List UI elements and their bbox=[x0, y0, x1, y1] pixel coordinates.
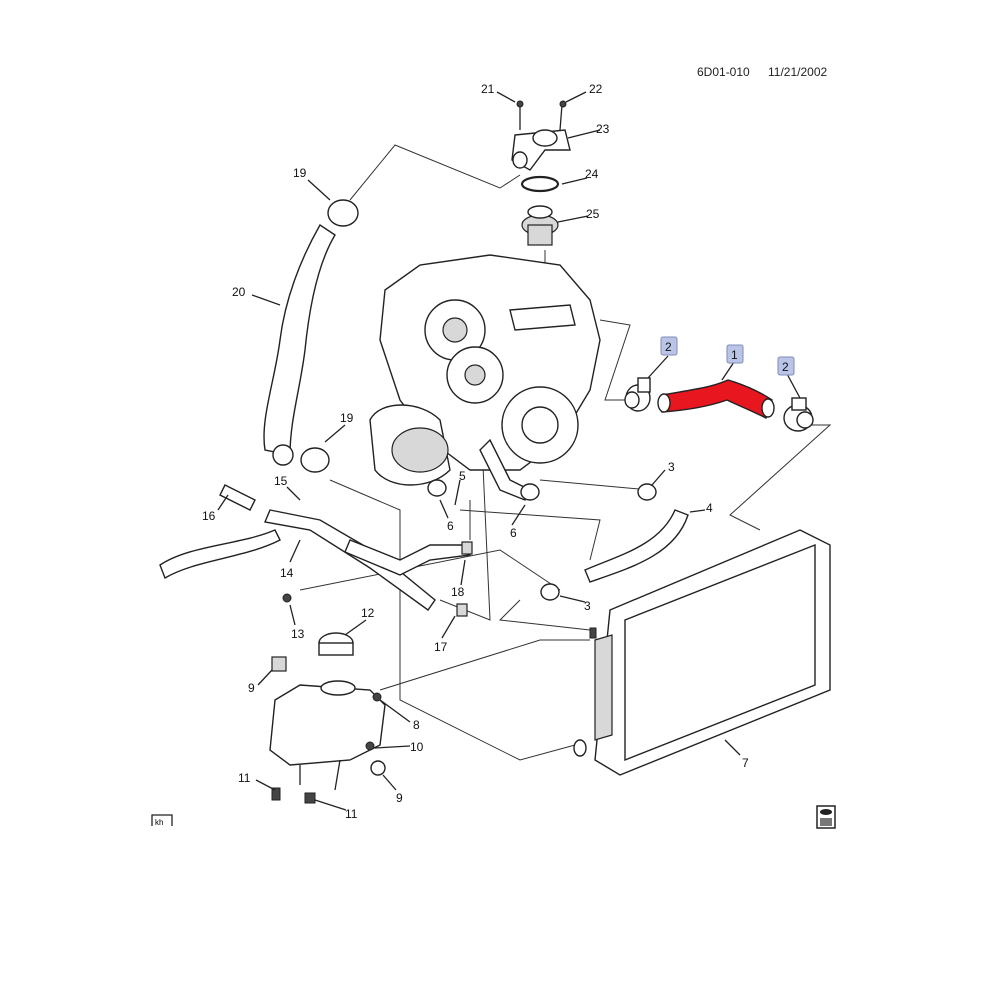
callout[interactable]: 17 bbox=[434, 640, 448, 654]
callout[interactable]: 2 bbox=[782, 360, 789, 374]
callout[interactable]: 20 bbox=[232, 285, 246, 299]
callout[interactable]: 2 bbox=[665, 340, 672, 354]
callout-leaders bbox=[217, 91, 801, 811]
corner-tag-text: kh bbox=[155, 818, 163, 827]
callout[interactable]: 8 bbox=[413, 718, 420, 732]
callout[interactable]: 13 bbox=[291, 627, 305, 641]
callout-box bbox=[777, 356, 795, 376]
o-ring[interactable] bbox=[520, 175, 560, 193]
heater-hoses[interactable] bbox=[159, 438, 689, 611]
callout[interactable]: 19 bbox=[340, 411, 354, 425]
hose-clamp-right[interactable] bbox=[783, 397, 814, 432]
callout[interactable]: 9 bbox=[396, 791, 403, 805]
callout[interactable]: 12 bbox=[361, 606, 375, 620]
callout-box bbox=[726, 344, 744, 364]
callout[interactable]: 4 bbox=[706, 501, 713, 515]
diagram-id: 6D01-010 bbox=[697, 65, 750, 79]
callout[interactable]: 11 bbox=[345, 807, 358, 821]
thermostat-housing[interactable] bbox=[511, 100, 571, 171]
upper-radiator-hose[interactable] bbox=[263, 199, 359, 473]
callout[interactable]: 16 bbox=[202, 509, 216, 523]
callout[interactable]: 6 bbox=[510, 526, 517, 540]
highlighted-hose[interactable] bbox=[661, 379, 773, 419]
callout[interactable]: 23 bbox=[596, 122, 610, 136]
callout[interactable]: 6 bbox=[447, 519, 454, 533]
callout[interactable]: 19 bbox=[293, 166, 307, 180]
callout[interactable]: 14 bbox=[280, 566, 294, 580]
callout[interactable]: 24 bbox=[585, 167, 599, 181]
engine-block bbox=[369, 254, 601, 486]
print-icon[interactable] bbox=[816, 805, 836, 829]
callout[interactable]: 10 bbox=[410, 740, 424, 754]
assembly-lines bbox=[299, 144, 832, 761]
callout[interactable]: 3 bbox=[668, 460, 675, 474]
corner-tag: kh bbox=[151, 814, 173, 827]
callout[interactable]: 11 bbox=[238, 771, 251, 785]
callout[interactable]: 22 bbox=[589, 82, 603, 96]
hose-clamp-left[interactable] bbox=[624, 377, 651, 412]
radiator[interactable] bbox=[573, 529, 831, 776]
callout[interactable]: 9 bbox=[248, 681, 255, 695]
callout[interactable]: 21 bbox=[481, 82, 495, 96]
callout-highlighted[interactable]: 1 bbox=[731, 348, 738, 362]
callout[interactable]: 25 bbox=[586, 207, 600, 221]
callout[interactable]: 18 bbox=[451, 585, 465, 599]
coolant-reservoir[interactable] bbox=[269, 680, 386, 791]
callout[interactable]: 7 bbox=[742, 756, 749, 770]
callout[interactable]: 5 bbox=[459, 469, 466, 483]
reservoir-cap[interactable] bbox=[318, 632, 354, 656]
thermostat[interactable] bbox=[521, 205, 559, 246]
callout[interactable]: 15 bbox=[274, 474, 288, 488]
diagram-date: 11/21/2002 bbox=[768, 65, 827, 79]
callout[interactable]: 3 bbox=[584, 599, 591, 613]
callout-box bbox=[660, 336, 678, 356]
fasteners[interactable] bbox=[271, 593, 386, 804]
callout-labels: 21 22 23 24 25 19 20 2 1 2 19 3 4 15 5 1… bbox=[202, 82, 795, 821]
hose-part-1[interactable] bbox=[657, 379, 775, 419]
small-clamps[interactable] bbox=[427, 479, 657, 617]
